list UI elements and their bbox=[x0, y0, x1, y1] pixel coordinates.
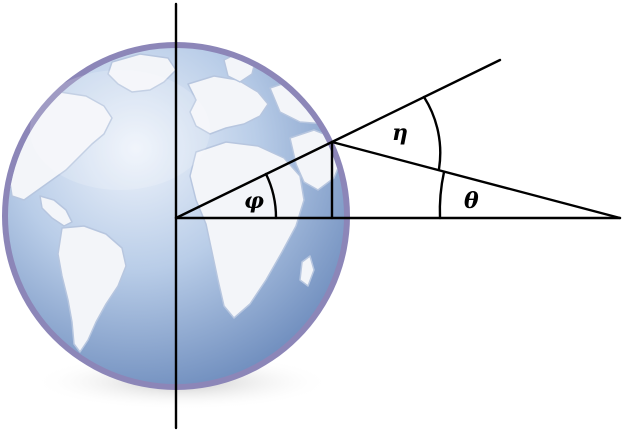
eta-arc bbox=[422, 95, 442, 171]
madagascar-land bbox=[299, 255, 315, 287]
theta-label: θ bbox=[464, 188, 479, 214]
africa-land bbox=[189, 141, 305, 319]
greenland-land bbox=[107, 53, 177, 93]
south-america-land bbox=[57, 225, 127, 353]
radius-line bbox=[174, 140, 334, 220]
phi-arc bbox=[264, 172, 278, 220]
phi-label: φ bbox=[244, 188, 264, 214]
extended-ray bbox=[330, 58, 502, 144]
globe-icon bbox=[2, 42, 350, 390]
theta-arc bbox=[438, 170, 446, 220]
eta-label: η bbox=[392, 120, 408, 146]
globe-highlight bbox=[30, 70, 210, 190]
central-america-land bbox=[39, 195, 73, 227]
sight-line bbox=[330, 140, 622, 220]
